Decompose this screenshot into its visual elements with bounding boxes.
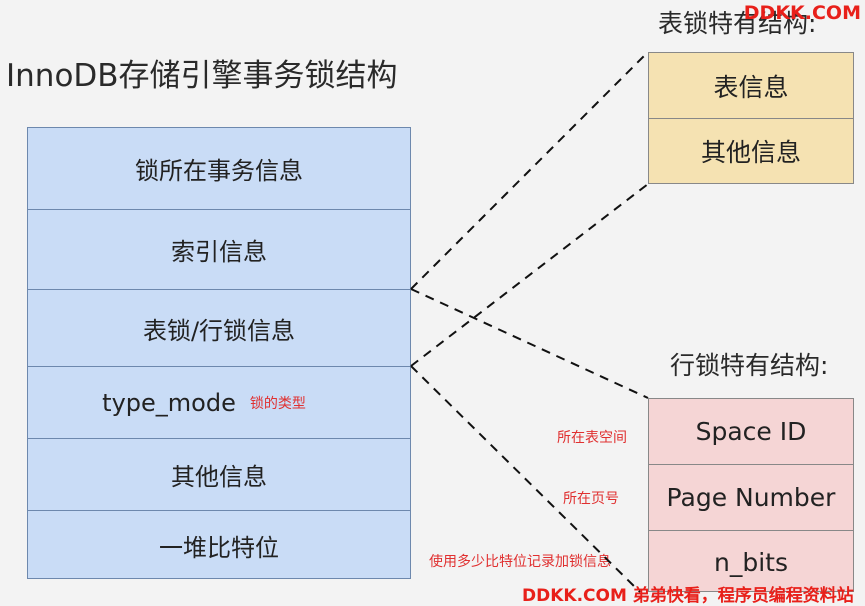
lock-structure-table: 锁所在事务信息 索引信息 表锁/行锁信息 type_mode 锁的类型 其他信息…: [27, 127, 411, 579]
table-lock-heading: 表锁特有结构:: [658, 9, 817, 38]
row-lock-row-space-id: Space ID: [649, 399, 853, 465]
watermark-bottom: DDKK.COM 弟弟快看，程序员编程资料站: [522, 586, 854, 606]
row-type-mode: type_mode 锁的类型: [28, 367, 410, 439]
n-bits-annotation: 使用多少比特位记录加锁信息: [429, 554, 611, 570]
row-lock-structure: Space ID Page Number n_bits: [648, 398, 854, 592]
table-lock-structure: 表信息 其他信息: [648, 52, 854, 184]
row-other-info: 其他信息: [28, 439, 410, 511]
row-table-row-lock-info: 表锁/行锁信息: [28, 290, 410, 367]
type-mode-annotation: 锁的类型: [249, 395, 306, 412]
row-lock-heading: 行锁特有结构:: [670, 351, 829, 380]
row-transaction-info: 锁所在事务信息: [28, 128, 410, 210]
table-lock-row-other-info: 其他信息: [700, 138, 801, 167]
watermark-top: DDKK.COM: [743, 2, 861, 24]
diagram-title: InnoDB存储引擎事务锁结构: [6, 58, 398, 94]
type-mode-label: type_mode: [102, 388, 236, 417]
connector-to-row-lock-top: [410, 288, 649, 399]
connector-to-table-lock-top: [410, 51, 649, 290]
row-bits: 一堆比特位: [159, 534, 279, 562]
connector-to-row-lock-bottom: [410, 365, 641, 593]
space-id-annotation: 所在表空间: [557, 430, 627, 446]
row-index-info: 索引信息: [28, 210, 410, 290]
table-lock-row-table-info: 表信息: [649, 53, 853, 119]
connector-to-table-lock-bottom: [410, 183, 649, 367]
row-lock-row-page-number: Page Number: [649, 465, 853, 531]
page-number-annotation: 所在页号: [563, 491, 619, 507]
row-lock-row-n-bits: n_bits: [714, 547, 788, 577]
